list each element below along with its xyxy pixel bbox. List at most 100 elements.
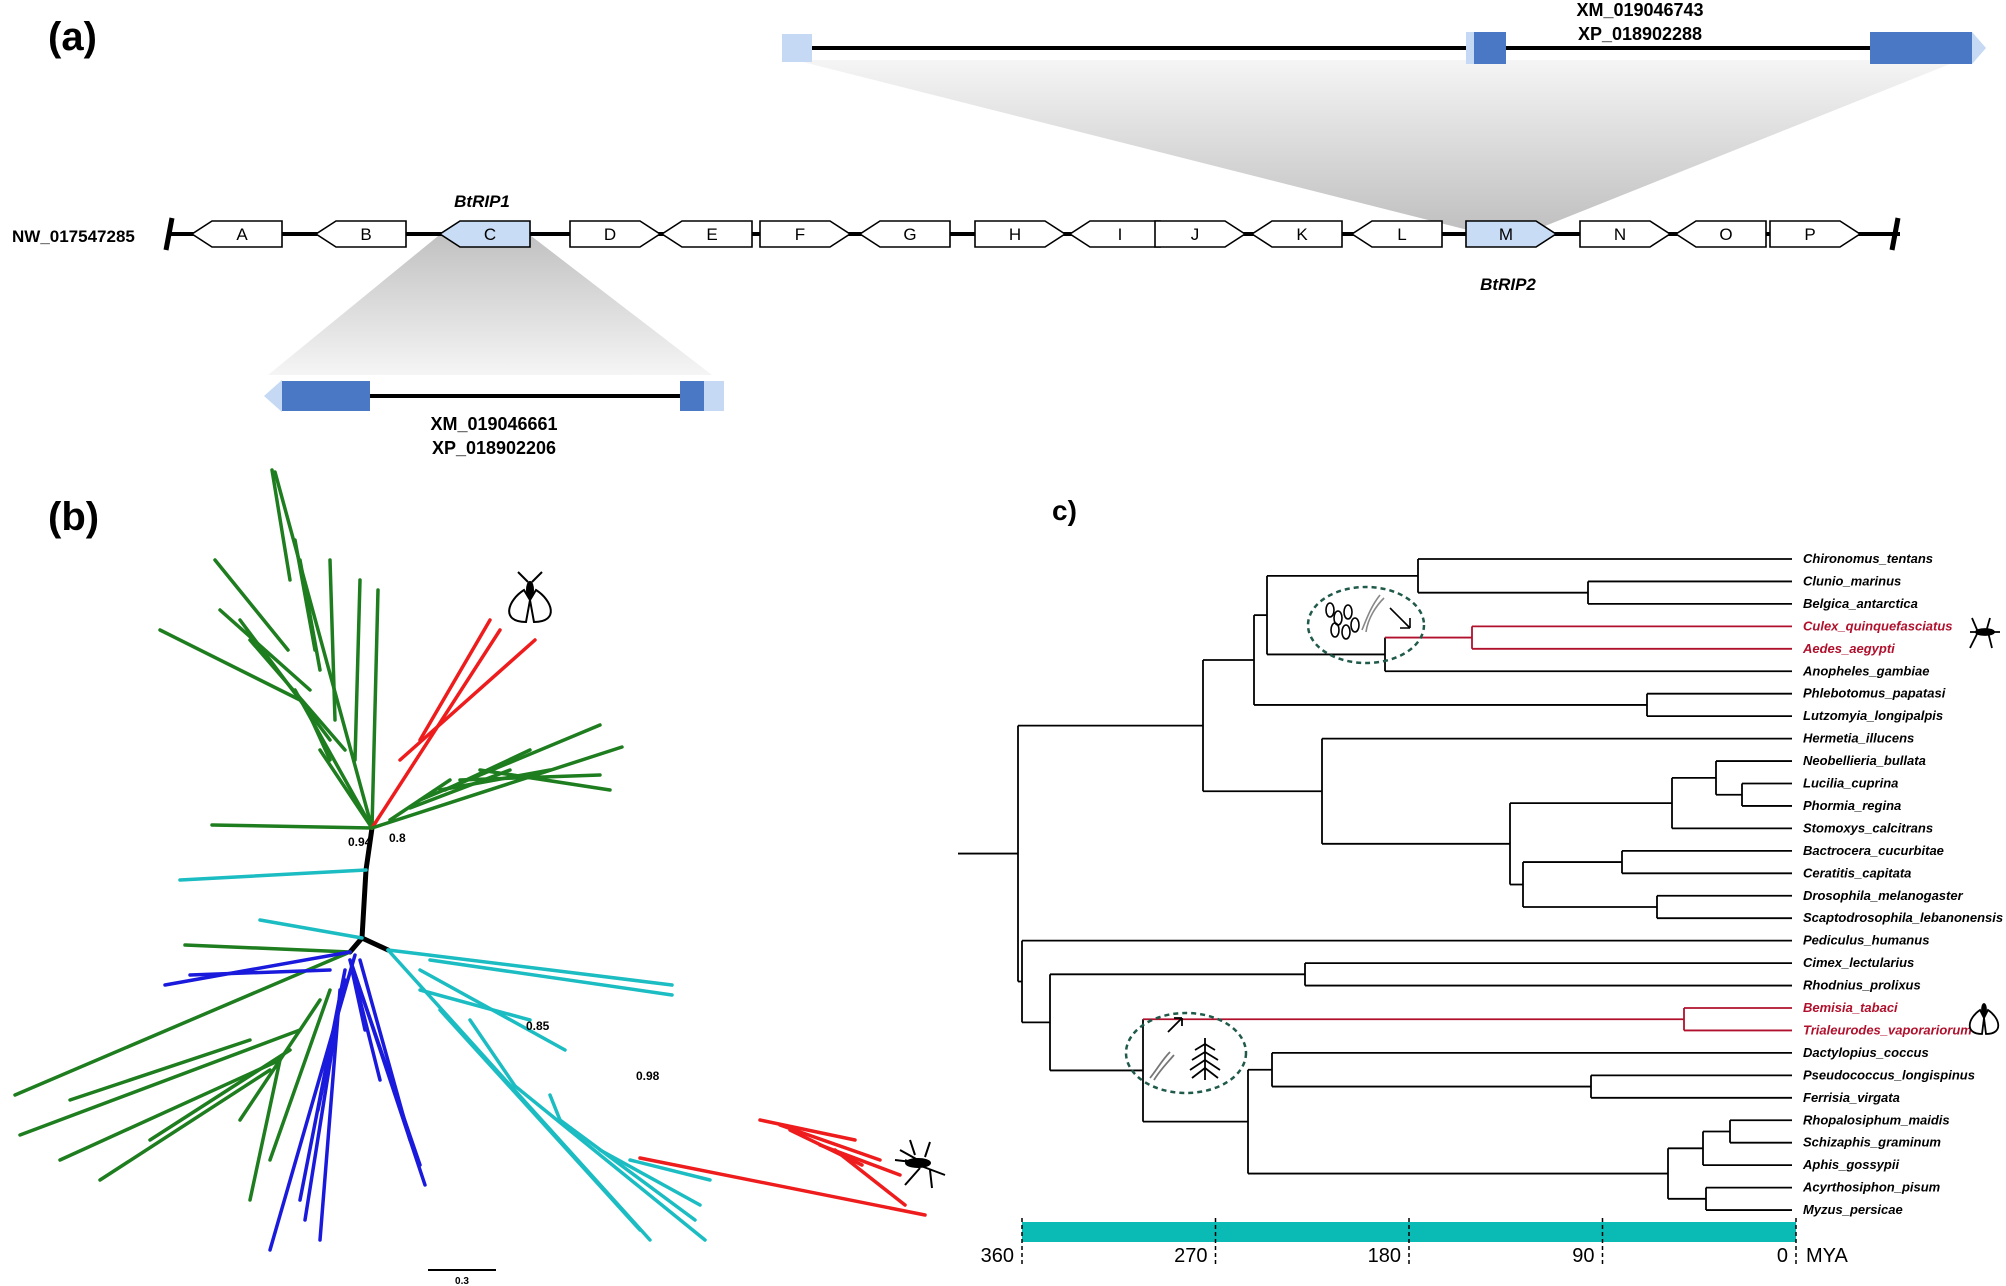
hgt-ellipse-mosquito	[1306, 585, 1426, 665]
plant-dna-icon	[1149, 1017, 1221, 1081]
species-label: Cimex_lectularius	[1803, 955, 1914, 970]
mosquito-icon	[894, 1139, 946, 1189]
species-label: Stomoxys_calcitrans	[1803, 820, 1933, 835]
species-label: Lutzomyia_longipalpis	[1803, 708, 1943, 723]
bacteria-dna-icon	[1325, 594, 1411, 640]
unrooted-tree	[13, 468, 927, 1252]
species-label: Bactrocera_cucurbitae	[1803, 843, 1944, 858]
gene-label-i: I	[1118, 225, 1123, 244]
scale-label: 0.3	[455, 1276, 469, 1286]
gene-arrow-j	[1154, 220, 1247, 248]
gene-label-e: E	[706, 225, 717, 244]
species-label: Acyrthosiphon_pisum	[1802, 1180, 1941, 1195]
time-tick-label: 90	[1572, 1245, 1594, 1267]
species-label: Aphis_gossypii	[1802, 1157, 1899, 1172]
rip1-xp-id: XP_018902206	[432, 438, 556, 458]
species-label: Rhopalosiphum_maidis	[1803, 1112, 1950, 1127]
contig-left-end	[163, 217, 175, 251]
gene-arrow-f	[759, 220, 852, 248]
species-label: Rhodnius_prolixus	[1803, 978, 1921, 993]
gene-arrow-p	[1769, 220, 1862, 248]
gene-arrow-d	[569, 220, 662, 248]
whitefly-icon	[508, 571, 552, 624]
time-unit-label: MYA	[1806, 1245, 1849, 1267]
gene-arrow-a	[190, 220, 283, 248]
rip1-gene-model	[264, 380, 724, 412]
zoom-cone-rip2	[795, 60, 1960, 230]
support-098: 0.98	[636, 1069, 660, 1083]
species-labels: Chironomus_tentansClunio_marinusBelgica_…	[1802, 551, 2003, 1217]
gene-label-f: F	[795, 225, 805, 244]
gene-label-b: B	[360, 225, 371, 244]
panel-b-label: (b)	[48, 495, 99, 539]
species-label: Phlebotomus_papatasi	[1803, 686, 1946, 701]
gene-arrow-o	[1674, 220, 1767, 248]
species-label: Myzus_persicae	[1803, 1202, 1903, 1217]
gene-arrow-i	[1068, 220, 1161, 248]
panel-c-label: c)	[1052, 495, 1077, 526]
gene-label-h: H	[1009, 225, 1021, 244]
species-label: Pseudococcus_longispinus	[1803, 1067, 1975, 1082]
support-094: 0.94	[348, 835, 372, 849]
time-axis: 360 270 180 90 0 MYA	[981, 1218, 1849, 1267]
gene-label-a: A	[236, 225, 248, 244]
time-tick-label: 360	[981, 1245, 1014, 1267]
gene-label-l: L	[1397, 225, 1406, 244]
species-label: Chironomus_tentans	[1803, 551, 1933, 566]
gene-arrow-k	[1250, 220, 1343, 248]
species-label: Belgica_antarctica	[1803, 596, 1918, 611]
species-label: Clunio_marinus	[1803, 573, 1901, 588]
btrip1-label: BtRIP1	[454, 192, 510, 211]
species-label: Lucilia_cuprina	[1803, 776, 1898, 791]
time-tick-label: 180	[1368, 1245, 1401, 1267]
gene-label-o: O	[1719, 225, 1732, 244]
species-label: Dactylopius_coccus	[1803, 1045, 1929, 1060]
gene-arrows: A B C D E F G H I J K L M N O P	[190, 220, 1862, 248]
time-tick-label: 270	[1174, 1245, 1207, 1267]
species-label: Trialeurodes_vaporariorum	[1803, 1022, 1972, 1037]
support-08: 0.8	[389, 831, 406, 845]
gene-label-k: K	[1296, 225, 1308, 244]
rip2-xm-id: XM_019046743	[1576, 0, 1703, 20]
rip2-xp-id: XP_018902288	[1578, 24, 1702, 44]
rip2-gene-model	[782, 32, 1986, 64]
species-label: Neobellieria_bullata	[1803, 753, 1926, 768]
support-085: 0.85	[526, 1019, 550, 1033]
species-label: Hermetia_illucens	[1803, 731, 1914, 746]
species-label: Culex_quinquefasciatus	[1803, 618, 1953, 633]
gene-arrow-g	[858, 220, 951, 248]
gene-label-n: N	[1614, 225, 1626, 244]
species-label: Scaptodrosophila_lebanonensis	[1803, 910, 2003, 925]
species-label: Aedes_aegypti	[1802, 641, 1895, 656]
gene-arrow-h	[974, 220, 1067, 248]
hgt-ellipse-whitefly	[1124, 1011, 1248, 1095]
species-label: Schizaphis_graminum	[1803, 1135, 1941, 1150]
species-label: Ferrisia_virgata	[1803, 1090, 1900, 1105]
gene-arrow-m	[1465, 220, 1558, 248]
species-label: Ceratitis_capitata	[1803, 865, 1911, 880]
species-label: Anopheles_gambiae	[1802, 663, 1929, 678]
gene-label-m: M	[1499, 225, 1513, 244]
species-label: Pediculus_humanus	[1803, 933, 1929, 948]
whitefly-icon-c	[1968, 1003, 2000, 1035]
contig-right-end	[1889, 217, 1901, 251]
panel-a-label: (a)	[48, 15, 97, 59]
zoom-cone-rip1	[268, 232, 712, 375]
gene-label-g: G	[903, 225, 916, 244]
gene-arrow-e	[660, 220, 753, 248]
gene-label-c: C	[484, 225, 496, 244]
rip1-xm-id: XM_019046661	[430, 414, 557, 434]
gene-label-p: P	[1804, 225, 1815, 244]
gene-arrow-b	[314, 220, 407, 248]
gene-arrow-n	[1579, 220, 1672, 248]
species-label: Bemisia_tabaci	[1803, 1000, 1898, 1015]
btrip2-label: BtRIP2	[1480, 275, 1536, 294]
gene-arrow-l	[1350, 220, 1443, 248]
species-label: Drosophila_melanogaster	[1803, 888, 1964, 903]
time-tick-label: 0	[1777, 1245, 1788, 1267]
gene-arrow-c	[438, 220, 531, 248]
mosquito-icon-c	[1969, 617, 2000, 649]
gene-label-d: D	[604, 225, 616, 244]
gene-label-j: J	[1191, 225, 1200, 244]
